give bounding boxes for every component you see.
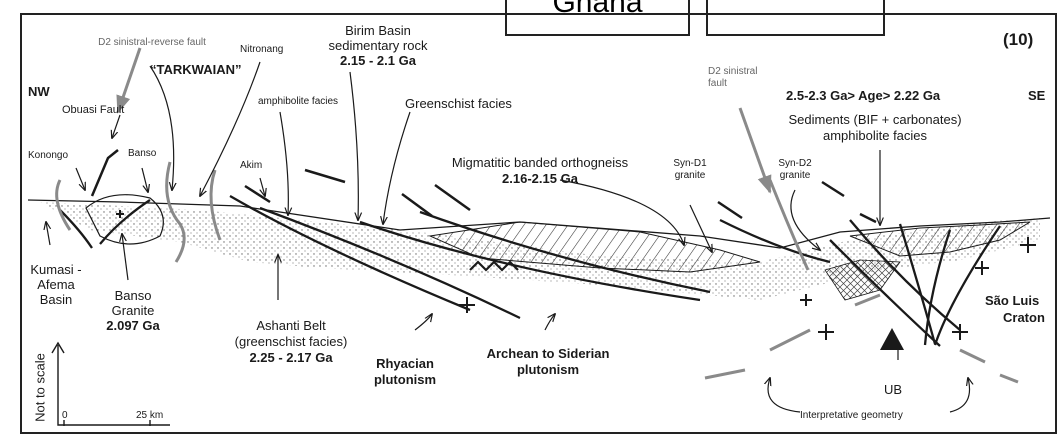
d2-sinistral-reverse-label: D2 sinistral-reverse fault bbox=[92, 36, 212, 49]
tarkwaian-label: “TARKWAIAN” bbox=[150, 62, 241, 77]
d2-sinistral-fault-label: D2 sinistral fault bbox=[708, 66, 757, 90]
sediments-label: Sediments (BIF + carbonates) amphibolite… bbox=[770, 112, 980, 144]
sao-luis-label: São Luis Craton bbox=[985, 292, 1045, 326]
panel-number: (10) bbox=[1003, 30, 1033, 50]
amphibolite-facies-label: amphibolite facies bbox=[258, 96, 338, 107]
ashanti-belt-label: Ashanti Belt (greenschist facies) 2.25 -… bbox=[226, 318, 356, 366]
syn-d1-label: Syn-D1 granite bbox=[665, 158, 715, 182]
greenschist-facies-label: Greenschist facies bbox=[405, 96, 512, 111]
birim-basin-label: Birim Basin sedimentary rock 2.15 - 2.1 … bbox=[318, 23, 438, 68]
interpretative-label: Interpretative geometry bbox=[800, 410, 903, 421]
syn-d2-label: Syn-D2 granite bbox=[770, 158, 820, 182]
age-range-label: 2.5-2.3 Ga> Age> 2.22 Ga bbox=[786, 88, 940, 103]
scale-25km: 25 km bbox=[136, 410, 163, 421]
gray-fault-arrow-se bbox=[740, 108, 770, 192]
nw-label: NW bbox=[28, 84, 50, 99]
kumasi-basin-label: Kumasi - Afema Basin bbox=[26, 262, 86, 307]
ub-label: UB bbox=[884, 382, 902, 397]
konongo-label: Konongo bbox=[28, 150, 68, 161]
banso-granite-label: Banso Granite 2.097 Ga bbox=[98, 288, 168, 333]
nitronang-label: Nitronang bbox=[240, 44, 283, 55]
not-to-scale-label: Not to scale bbox=[33, 348, 48, 428]
obuasi-fault-label: Obuasi Fault bbox=[62, 104, 124, 116]
gray-fault-arrow bbox=[118, 48, 140, 112]
banso-label: Banso bbox=[128, 148, 156, 159]
archean-label: Archean to Siderian plutonism bbox=[468, 346, 628, 378]
interpretative-dashes bbox=[705, 295, 1018, 382]
akim-label: Akim bbox=[240, 160, 262, 171]
migmatitic-label: Migmatitic banded orthogneiss 2.16-2.15 … bbox=[430, 155, 650, 187]
rhyacian-label: Rhyacian plutonism bbox=[360, 356, 450, 388]
scale-zero: 0 bbox=[62, 410, 68, 421]
ub-triangle bbox=[880, 328, 904, 350]
se-label: SE bbox=[1028, 88, 1045, 103]
